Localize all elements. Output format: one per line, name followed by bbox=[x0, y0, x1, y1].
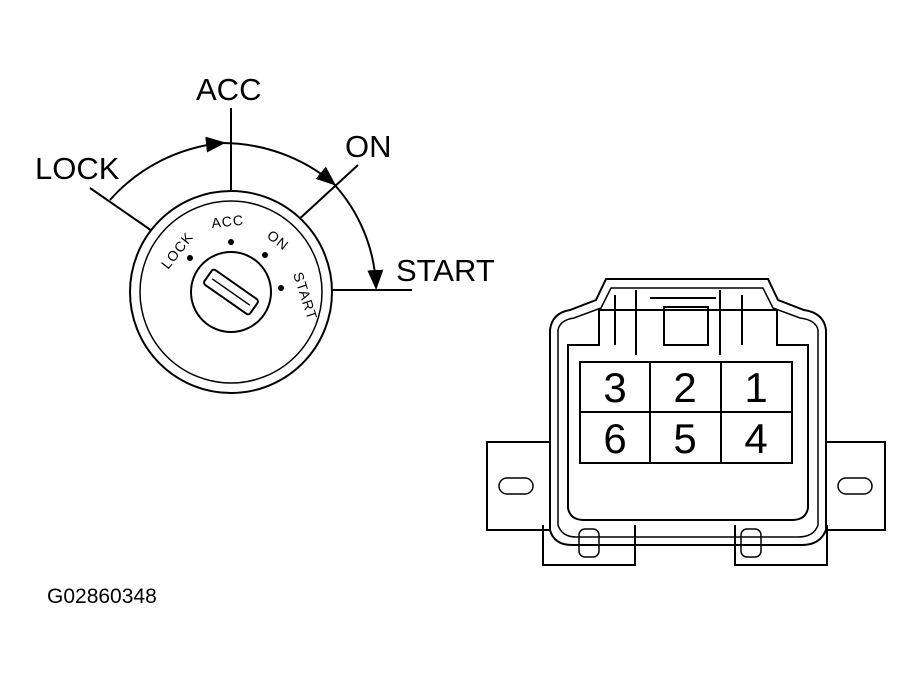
dot-start bbox=[278, 285, 284, 291]
connector-housing-outer bbox=[549, 278, 827, 546]
callout-on: ON bbox=[345, 129, 392, 164]
figure-code: G02860348 bbox=[47, 585, 157, 608]
callout-start: START bbox=[396, 253, 495, 288]
lock-tab-right bbox=[719, 290, 743, 355]
left-leg-slot bbox=[578, 528, 600, 558]
dial-label-acc: ACC bbox=[211, 212, 245, 231]
pin-number: 1 bbox=[744, 364, 767, 411]
pin-number: 2 bbox=[673, 364, 696, 411]
callout-acc: ACC bbox=[196, 72, 261, 107]
connector-housing-inner-wall bbox=[557, 287, 819, 538]
dot-on bbox=[262, 252, 268, 258]
rotation-arc-on-start bbox=[332, 182, 384, 290]
leader-lock bbox=[89, 187, 156, 234]
left-flange-slot bbox=[498, 477, 534, 495]
pin-number: 5 bbox=[673, 415, 696, 462]
connector: 3 2 1 6 5 4 bbox=[486, 278, 886, 566]
callout-lock: LOCK bbox=[35, 151, 120, 186]
connector-cavity bbox=[567, 309, 809, 521]
pin-number: 3 bbox=[603, 364, 626, 411]
right-flange bbox=[826, 441, 886, 531]
right-flange-slot bbox=[837, 477, 873, 495]
rotation-arc-acc-on bbox=[221, 142, 337, 186]
key-slot bbox=[203, 268, 259, 316]
dot-acc bbox=[228, 239, 234, 245]
ignition-switch: LOCK ACC ON START LOCK ACC ON START bbox=[35, 72, 495, 394]
lock-window bbox=[663, 306, 709, 346]
rotation-arc-lock-acc bbox=[109, 136, 226, 201]
right-leg-slot bbox=[740, 528, 762, 558]
leader-on bbox=[295, 164, 359, 223]
dot-lock bbox=[187, 255, 193, 261]
lock-tab-left bbox=[614, 290, 637, 355]
pin-number: 4 bbox=[744, 415, 767, 462]
pin-number: 6 bbox=[603, 415, 626, 462]
left-flange bbox=[486, 441, 550, 531]
